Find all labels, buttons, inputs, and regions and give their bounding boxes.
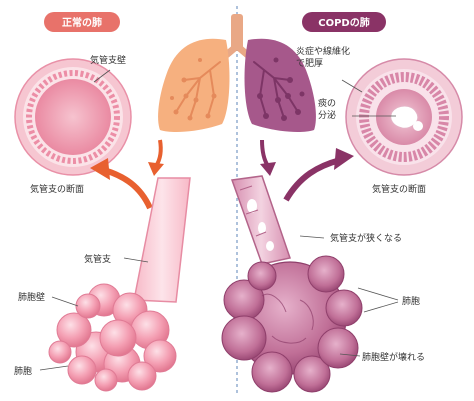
- normal-cross-section: [14, 58, 132, 176]
- normal-alveolus-label: 肺胞: [14, 365, 32, 377]
- copd-down-arrow: [260, 139, 270, 168]
- copd-sputum-label-1: 痰の: [318, 97, 336, 109]
- normal-alveolar-wall-label: 肺胞壁: [18, 291, 45, 303]
- copd-inflammation-label-2: で肥厚: [296, 58, 323, 69]
- copd-inflammation-label-1: 炎症や線維化: [296, 45, 350, 57]
- normal-header: 正常の肺: [62, 16, 102, 29]
- normal-header-badge: 正常の肺: [44, 12, 120, 32]
- copd-cross-section: [345, 58, 463, 176]
- copd-narrowing-label: 気管支が狭くなる: [330, 232, 402, 244]
- normal-cross-section-label: 気管支の断面: [30, 183, 84, 195]
- normal-bronchus-label: 気管支: [84, 253, 111, 265]
- copd-header: COPDの肺: [318, 16, 369, 29]
- copd-sputum-label-2: 分泌: [318, 109, 336, 121]
- lungs-illustration: [158, 14, 316, 133]
- copd-bronchus: [230, 175, 291, 265]
- normal-curved-arrow: [103, 167, 153, 210]
- copd-wall-broken-label: 肺胞壁が壊れる: [362, 351, 425, 363]
- copd-curved-arrow: [283, 157, 341, 202]
- copd-header-badge: COPDの肺: [302, 12, 386, 32]
- copd-alveolus-label: 肺胞: [402, 295, 420, 307]
- normal-bronchial-wall-label: 気管支壁: [90, 54, 126, 66]
- normal-alveoli-cluster: [48, 283, 177, 392]
- copd-cross-section-label: 気管支の断面: [372, 183, 426, 195]
- copd-alveoli-cluster: [221, 255, 363, 393]
- normal-down-arrow: [154, 139, 163, 168]
- normal-bronchus: [133, 177, 191, 303]
